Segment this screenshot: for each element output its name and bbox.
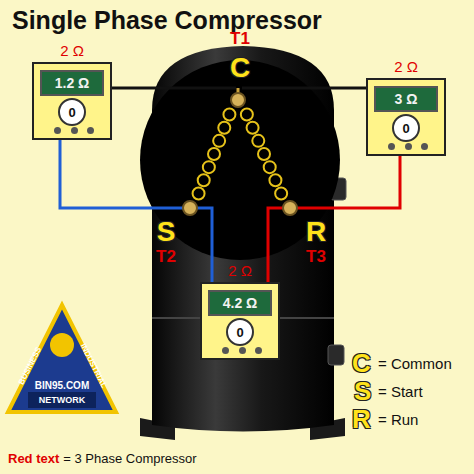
- black-wire: [242, 87, 366, 90]
- note-text: Red text: [8, 452, 59, 465]
- winding-loop: [269, 174, 281, 186]
- terminal-number: T1: [230, 30, 250, 47]
- terminal-number: T2: [156, 248, 176, 265]
- terminal-posts: [183, 93, 297, 215]
- dial-value: 0: [392, 114, 420, 142]
- winding-loop: [218, 122, 230, 134]
- legend-text: = Run: [378, 412, 418, 427]
- meter-reading: 3 Ω: [374, 86, 438, 112]
- dial-value: 0: [226, 318, 254, 346]
- probe-jack: [222, 347, 229, 354]
- red-wire: [290, 156, 400, 208]
- terminal-number: T3: [306, 248, 326, 265]
- logo-band: [28, 392, 96, 408]
- resistance-spec: 2 Ω: [34, 42, 110, 59]
- legend-text: = Start: [378, 384, 423, 399]
- winding-loop: [275, 187, 287, 199]
- multimeter: 2 Ω1.2 Ω0: [32, 62, 112, 140]
- black-wire: [112, 87, 236, 90]
- terminal-letter: C: [230, 54, 250, 82]
- logo-text: NETWORK: [39, 396, 86, 405]
- probe-jack: [71, 127, 78, 134]
- red-wire: [268, 208, 290, 282]
- multimeter: 2 Ω3 Ω0: [366, 78, 446, 156]
- winding-loop: [193, 187, 205, 199]
- discharge-port: [328, 345, 344, 365]
- legend-text: = Common: [378, 356, 452, 371]
- probe-jack: [388, 143, 395, 150]
- probe-jack: [54, 127, 61, 134]
- winding-loop: [258, 148, 270, 160]
- legend-letter: R: [352, 406, 371, 432]
- probe-jack: [421, 143, 428, 150]
- logo-triangle: [8, 305, 116, 412]
- logo-text: BIN95.COM: [35, 381, 89, 391]
- winding-loop: [247, 122, 259, 134]
- winding-loop: [203, 161, 215, 173]
- diagram-title: Single Phase Compressor: [12, 8, 322, 33]
- resistance-spec: 2 Ω: [368, 58, 444, 75]
- terminal-area: [140, 60, 340, 260]
- terminal-letter: R: [306, 218, 326, 246]
- legend-letter: C: [352, 350, 371, 376]
- winding-loop: [198, 174, 210, 186]
- motor-windings: [193, 109, 288, 200]
- meter-reading: 4.2 Ω: [208, 290, 272, 316]
- note-text: = 3 Phase Compressor: [63, 452, 196, 465]
- winding-loop: [213, 135, 225, 147]
- multimeter: 2 Ω4.2 Ω0: [200, 282, 280, 360]
- winding-loop: [223, 109, 235, 121]
- dial-value: 0: [58, 98, 86, 126]
- probe-jack: [239, 347, 246, 354]
- probe-jack: [405, 143, 412, 150]
- winding-loop: [252, 135, 264, 147]
- resistance-spec: 2 Ω: [202, 262, 278, 279]
- winding-loop: [208, 148, 220, 160]
- meter-reading: 1.2 Ω: [40, 70, 104, 96]
- legend-letter: S: [354, 378, 371, 404]
- probe-jack: [255, 347, 262, 354]
- probe-jack: [87, 127, 94, 134]
- winding-loop: [241, 109, 253, 121]
- terminal-letter: S: [157, 218, 176, 246]
- blue-wire: [190, 208, 212, 282]
- logo-emblem: [50, 333, 74, 357]
- blue-wire: [60, 140, 190, 208]
- winding-loop: [264, 161, 276, 173]
